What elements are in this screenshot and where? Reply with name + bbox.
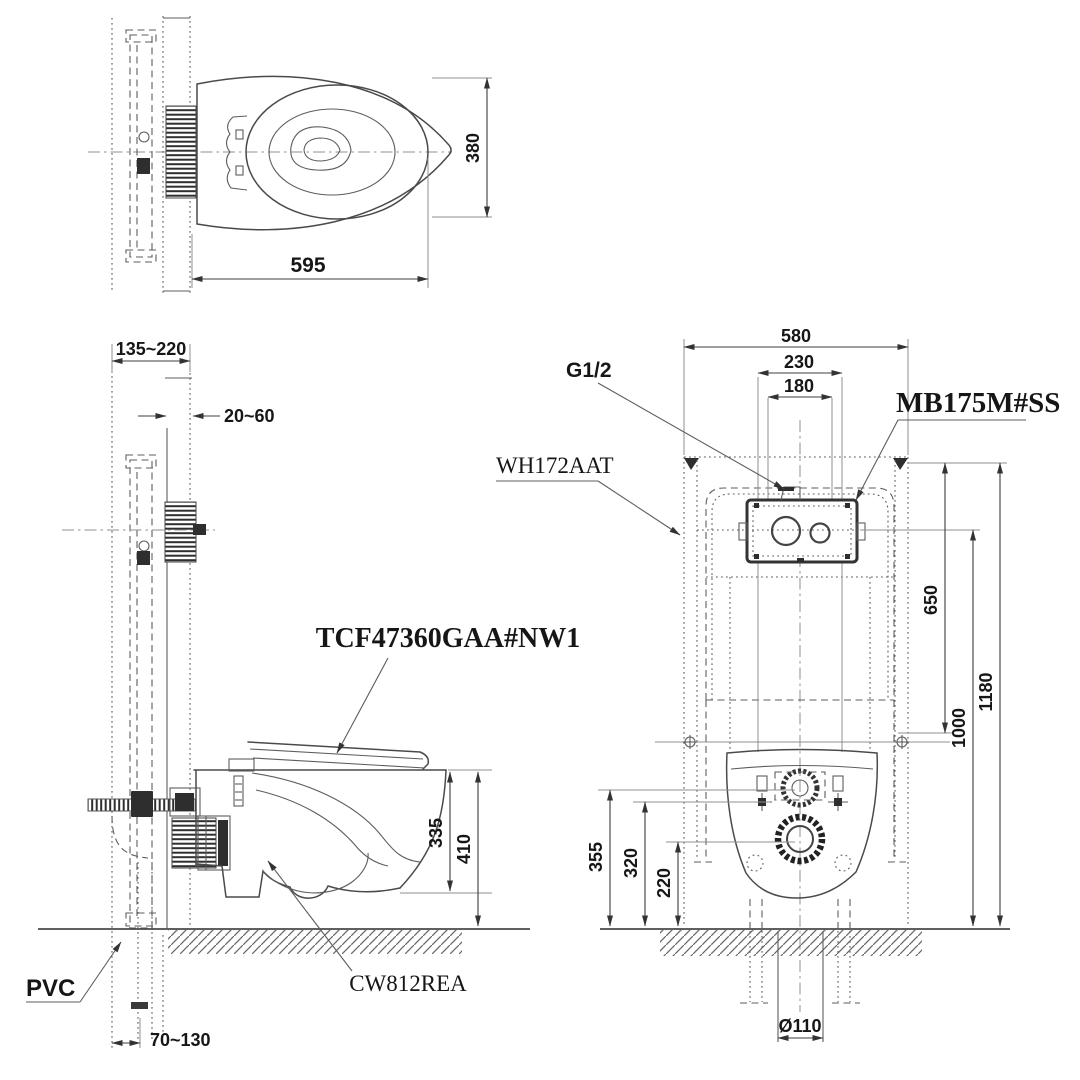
seat-ring-outer (245, 84, 429, 220)
dim-drain-diameter: Ø110 (778, 1016, 821, 1036)
dim-supply-height: 355 (586, 842, 606, 872)
dim-bolt-height: 320 (621, 848, 641, 878)
soil-pipe-section (165, 105, 197, 199)
front-view: Ø110 580 230 180 650 1000 1180 355 320 2… (496, 326, 1060, 1042)
seat-hinge (228, 758, 255, 772)
dim-wall-cavity: 135~220 (116, 339, 187, 359)
bowl-outline-top (196, 75, 452, 231)
dim-outlet-height: 220 (654, 868, 674, 898)
bowl-outline-front (725, 748, 879, 899)
seat-hinge-bracket (225, 115, 248, 191)
dim-top-width: 595 (290, 254, 325, 277)
water-spot-inner (303, 137, 341, 162)
supply-pipe-section (164, 501, 197, 563)
dim-top-depth: 380 (463, 133, 483, 163)
label-supply-thread: G1/2 (566, 359, 612, 382)
access-panel (745, 498, 859, 564)
bowl-front-face (399, 769, 447, 889)
dim-frame-height: 1180 (976, 672, 996, 711)
floor-hatching-front (660, 930, 922, 956)
fill-valve (780, 768, 820, 808)
fixing-bolt-right (828, 793, 848, 811)
label-pvc: PVC (26, 975, 75, 1002)
seat-lid-profile (247, 741, 430, 770)
dim-rim-height: 410 (454, 834, 474, 864)
dim-frame-width: 580 (781, 326, 811, 346)
water-spot-outer (290, 126, 352, 171)
flush-button-large (770, 515, 802, 547)
dim-outlet-offset: 70~130 (150, 1030, 211, 1050)
carrier-frame-side (129, 459, 153, 929)
top-view: 595 380 (88, 16, 492, 293)
hinge-bolt (233, 775, 244, 807)
label-washlet-model: TCF47360GAA#NW1 (316, 623, 580, 654)
outlet-flange (774, 813, 826, 865)
dim-tank-width: 230 (784, 352, 814, 372)
flush-button-small (809, 522, 831, 544)
dim-panel-drop: 650 (921, 585, 941, 615)
dim-actuator-height: 1000 (949, 708, 969, 748)
label-panel-model: MB175M#SS (896, 387, 1060, 419)
frame-bolt-left (683, 735, 697, 749)
pipe-end-cap (131, 1002, 148, 1009)
frame-bolt-right (895, 735, 909, 749)
label-bowl-model: CW812REA (349, 971, 467, 996)
seat-ring-inner (268, 108, 396, 196)
carrier-frame-section (129, 34, 153, 258)
floor-hatching-side (168, 930, 462, 954)
dim-rim-to-bowl-bottom: 335 (426, 818, 446, 848)
dim-panel-width: 180 (784, 376, 814, 396)
outlet-fitting-section (171, 817, 217, 869)
label-frame-model: WH172AAT (496, 453, 614, 478)
dim-finish-panel: 20~60 (224, 406, 275, 426)
bowl-underside (195, 863, 401, 899)
side-view: 135~220 20~60 (26, 339, 580, 1050)
